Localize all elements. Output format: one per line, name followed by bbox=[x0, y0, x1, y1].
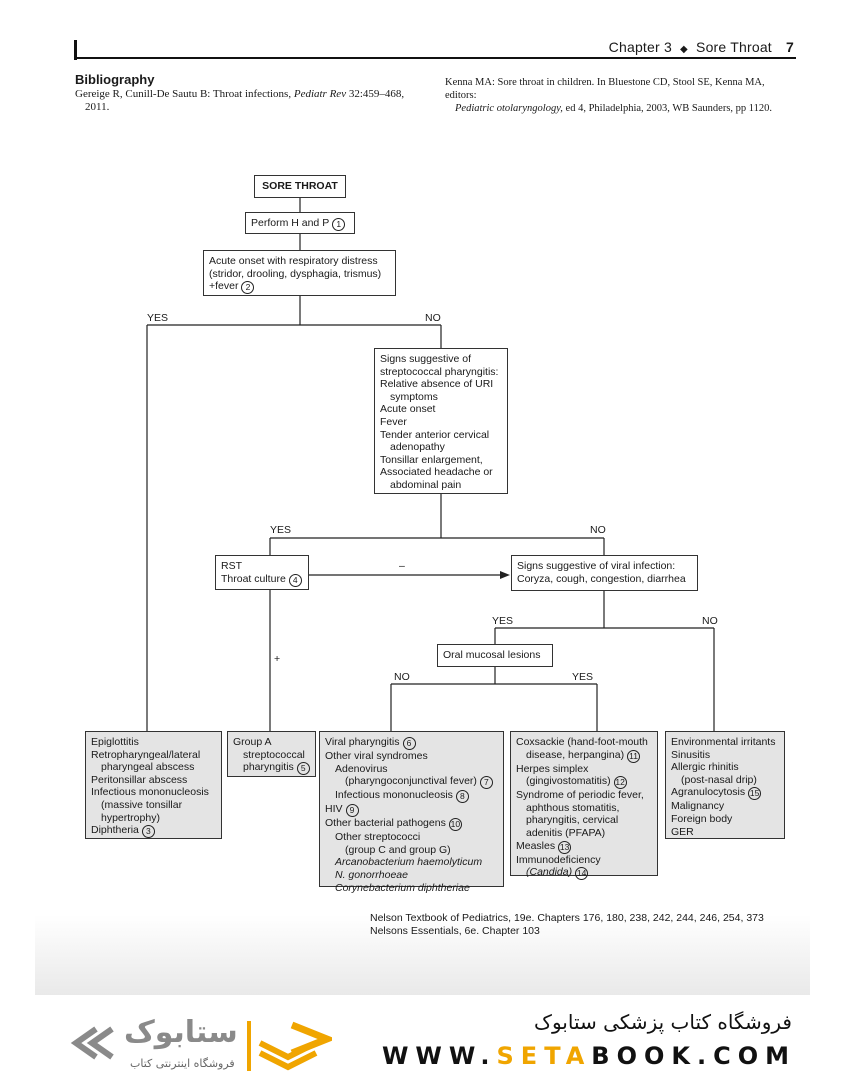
source-note: Nelson Textbook of Pediatrics, 19e. Chap… bbox=[370, 912, 764, 937]
outcome-other-box: Environmental irritants Sinusitis Allerg… bbox=[665, 731, 785, 839]
acute-onset-box: Acute onset with respiratory distress (s… bbox=[203, 250, 396, 296]
bibliography-ref-1: Gereige R, Cunill-De Sautu B: Throat inf… bbox=[75, 88, 405, 113]
store-url[interactable]: WWW.SETABOOK.COM bbox=[381, 1042, 796, 1070]
outcome-acute-box: Epiglottitis Retropharyngeal/lateral pha… bbox=[85, 731, 222, 839]
header-rule-vertical bbox=[74, 40, 77, 60]
seta-logo: ستابوک فروشگاه اینترنتی کتاب bbox=[62, 1015, 337, 1077]
no-label-acute: NO bbox=[425, 312, 441, 324]
store-name: فروشگاه کتاب پزشکی ستابوک bbox=[534, 1010, 792, 1034]
strep-signs-box: Signs suggestive of streptococcal pharyn… bbox=[374, 348, 508, 494]
outcome-oral-box: Coxsackie (hand-foot-mouth disease, herp… bbox=[510, 731, 658, 881]
bibliography-heading: Bibliography bbox=[75, 72, 155, 87]
no-label-oral: NO bbox=[394, 671, 410, 683]
yes-label-viral: YES bbox=[492, 615, 514, 627]
bibliography-ref-2: Kenna MA: Sore throat in children. In Bl… bbox=[445, 77, 773, 114]
oral-lesions-box: Oral mucosal lesions bbox=[437, 644, 553, 667]
logo-tagline: فروشگاه اینترنتی کتاب bbox=[130, 1057, 235, 1070]
diamond-icon: ◆ bbox=[680, 44, 688, 55]
logo-wordmark: ستابوک bbox=[124, 1015, 238, 1050]
viral-signs-box: Signs suggestive of viral infection: Cor… bbox=[511, 555, 698, 591]
page-bottom-shade bbox=[35, 915, 810, 995]
arrowhead-icon bbox=[500, 571, 510, 579]
no-label-strep: NO bbox=[590, 524, 606, 536]
no-label-viral: NO bbox=[702, 615, 718, 627]
seta-logo-mark bbox=[70, 1021, 337, 1071]
plus-label: + bbox=[274, 653, 281, 665]
page-number: 7 bbox=[786, 39, 794, 55]
chapter-title: Sore Throat bbox=[696, 39, 772, 55]
yes-label-oral: YES bbox=[572, 671, 594, 683]
minus-label: – bbox=[399, 560, 405, 572]
header-rule bbox=[74, 57, 796, 59]
yes-label-strep: YES bbox=[270, 524, 292, 536]
running-header: Chapter 3 ◆ Sore Throat 7 bbox=[609, 39, 794, 55]
start-box: SORE THROAT bbox=[254, 175, 346, 198]
yes-label-acute: YES bbox=[147, 312, 169, 324]
chapter-label: Chapter 3 bbox=[608, 39, 672, 55]
